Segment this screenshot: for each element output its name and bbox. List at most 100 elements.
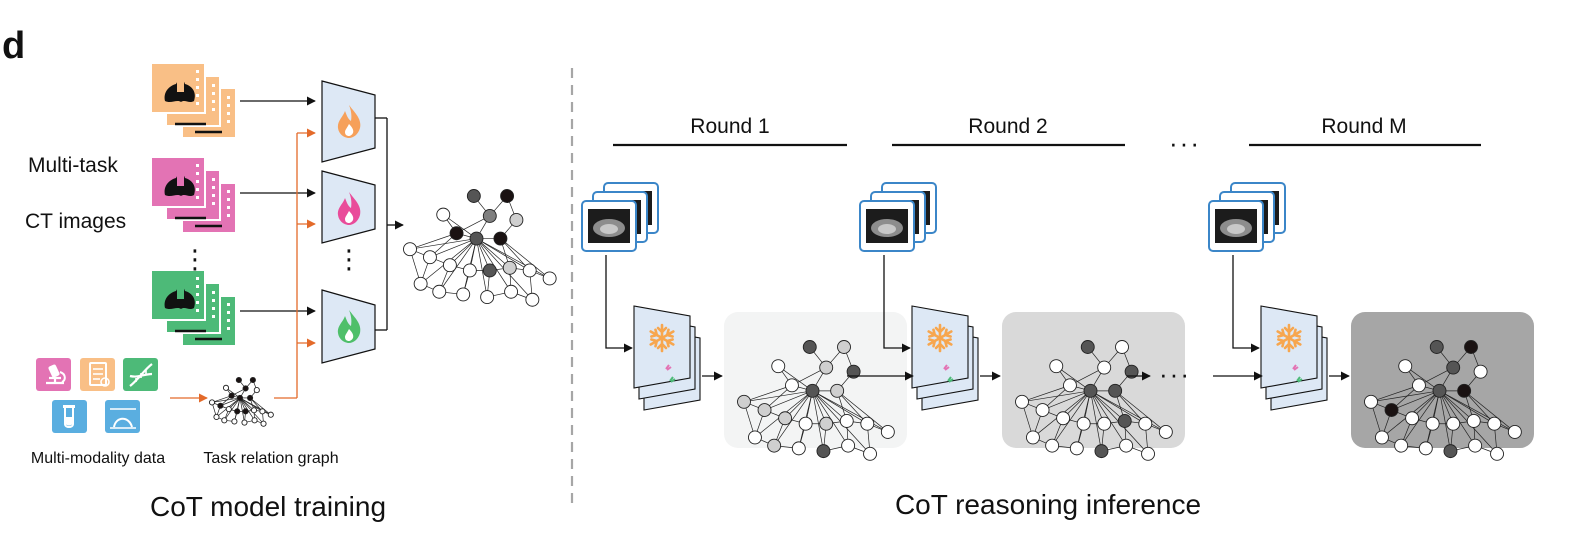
graph-node xyxy=(1418,441,1433,456)
graph-node xyxy=(502,260,517,275)
graph-edge xyxy=(1021,390,1091,403)
graph-node xyxy=(1119,438,1134,453)
graph-node xyxy=(222,384,230,391)
test-tube-icon xyxy=(52,400,87,433)
trainable-model-green xyxy=(321,289,376,364)
graph-node xyxy=(242,385,249,392)
graph-edge xyxy=(1056,365,1091,392)
graph-node xyxy=(1138,416,1153,431)
graph-node xyxy=(1117,414,1132,428)
ct-thumbnail xyxy=(859,200,915,252)
graph-node xyxy=(1062,378,1077,393)
graph-edge xyxy=(1090,390,1167,433)
graph-node xyxy=(1158,424,1173,439)
graph-edge xyxy=(764,390,813,411)
input-label-line1: Multi-task xyxy=(28,154,118,177)
dna-icon xyxy=(123,358,158,391)
task-mark-pink xyxy=(1292,364,1299,371)
graph-node xyxy=(1124,364,1139,379)
graph-node xyxy=(1457,383,1472,398)
merge-lines xyxy=(375,117,404,331)
graph-edge xyxy=(1463,390,1495,424)
graph-edge xyxy=(1021,385,1071,403)
graph-edge xyxy=(409,232,457,250)
round-graph xyxy=(737,340,895,461)
graph-node xyxy=(462,263,477,278)
graph-node xyxy=(493,231,508,246)
graph-node xyxy=(860,416,875,431)
graph-node xyxy=(1507,424,1522,439)
graph-node xyxy=(1394,438,1409,453)
graph-node xyxy=(449,226,464,241)
graph-node xyxy=(1398,359,1413,374)
modality-caption: Multi-modality data xyxy=(31,450,165,467)
graph-node xyxy=(1405,411,1420,426)
graph-node xyxy=(504,284,519,299)
round-flow-ellipsis: ··· xyxy=(1159,359,1191,389)
graph-edge xyxy=(211,397,241,403)
inference-round-3 xyxy=(1208,182,1534,461)
graph-node xyxy=(482,263,497,278)
graph-node xyxy=(839,414,854,428)
graph-edge xyxy=(1090,390,1102,452)
graph-node xyxy=(798,416,813,431)
graph-edge xyxy=(239,397,271,416)
task-mark-green xyxy=(1296,376,1303,383)
inference-section-title: CoT reasoning inference xyxy=(895,489,1201,520)
graph-node xyxy=(1432,383,1447,398)
graph-node xyxy=(1446,360,1461,375)
graph-node xyxy=(241,419,248,426)
graph-node xyxy=(802,340,817,354)
graph-node xyxy=(880,424,895,439)
graph-edge xyxy=(773,390,813,446)
graph-edge xyxy=(812,390,889,433)
arrow-images-to-model xyxy=(605,255,633,353)
graph-node xyxy=(221,417,228,424)
graph-node xyxy=(247,394,254,401)
graph-edge xyxy=(836,390,889,433)
graph-node xyxy=(1056,411,1071,426)
graph-edge xyxy=(476,238,550,279)
graph-node xyxy=(509,212,524,227)
graph-node xyxy=(413,276,428,291)
graph-node xyxy=(522,263,537,278)
graph-edge xyxy=(211,395,232,403)
graph-node xyxy=(525,292,540,307)
ct-image-stack-green xyxy=(150,269,237,347)
graph-edge xyxy=(743,390,813,403)
graph-node xyxy=(251,417,258,424)
graph-node xyxy=(841,438,856,453)
round-label-2: Round 2 xyxy=(968,115,1047,138)
graph-edge xyxy=(1439,390,1451,452)
graph-edge xyxy=(476,238,488,298)
graph-edge xyxy=(476,238,530,271)
graph-node xyxy=(1446,416,1461,431)
trainable-model-orange xyxy=(321,80,376,163)
graph-node xyxy=(816,444,831,459)
trained-graph-body xyxy=(403,189,557,307)
ct-image-stack-orange xyxy=(150,62,237,139)
graph-edge xyxy=(812,390,847,422)
graph-edge xyxy=(836,390,868,424)
graph-node xyxy=(403,242,417,257)
graph-node xyxy=(1108,383,1123,398)
graph-node xyxy=(1049,359,1064,374)
graph-edge xyxy=(1463,390,1516,433)
graph-node xyxy=(480,290,495,305)
mini-graph-body xyxy=(208,376,274,427)
vertical-ellipsis-images: ⋮ xyxy=(182,244,208,274)
graph-node xyxy=(235,376,242,384)
task-relation-graph-mini xyxy=(208,376,274,427)
graph-edge xyxy=(429,238,477,258)
graph-edge xyxy=(500,238,550,279)
graph-node xyxy=(830,383,845,398)
graph-node xyxy=(436,207,451,222)
ct-thumbnail xyxy=(581,200,637,252)
round-label-3: Round M xyxy=(1321,115,1406,138)
graph-node xyxy=(500,189,515,203)
graph-edge xyxy=(1114,390,1167,433)
graph-node xyxy=(1035,403,1050,417)
graph-node xyxy=(785,378,799,393)
graph-node xyxy=(213,413,220,421)
